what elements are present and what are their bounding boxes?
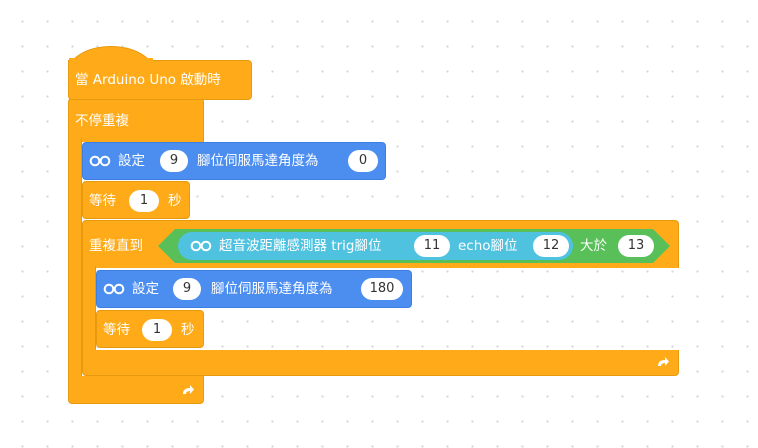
- repeat-until-left-arm: [82, 266, 96, 352]
- wait1-value-input[interactable]: 1: [129, 190, 159, 212]
- servo1-pin-input[interactable]: 9: [160, 150, 188, 172]
- repeat-until-label: 重複直到: [89, 238, 143, 254]
- forever-block-left-arm: [68, 138, 82, 378]
- servo-block-2[interactable]: [96, 270, 412, 308]
- compare-label: 大於: [580, 238, 607, 254]
- link-icon: [103, 283, 125, 295]
- link-icon: [190, 240, 212, 252]
- forever-block-bottom[interactable]: [68, 376, 204, 404]
- servo2-middle: 腳位伺服馬達角度為: [211, 281, 333, 297]
- echo-label: echo腳位: [458, 238, 518, 254]
- servo1-angle-input[interactable]: 0: [348, 150, 378, 172]
- servo1-prefix: 設定: [118, 153, 145, 169]
- trig-pin-input[interactable]: 11: [414, 235, 450, 257]
- servo1-middle: 腳位伺服馬達角度為: [197, 153, 319, 169]
- sensor-label: 超音波距離感測器 trig腳位: [219, 238, 382, 254]
- repeat-until-bottom[interactable]: [82, 350, 679, 376]
- servo-block-1[interactable]: [82, 142, 386, 180]
- servo2-pin-input[interactable]: 9: [173, 278, 201, 300]
- repeat-loop-arrow-icon: [656, 356, 670, 373]
- wait1-suffix: 秒: [168, 193, 182, 209]
- servo2-angle-input[interactable]: 180: [361, 278, 403, 300]
- hat-cap-fill: [69, 58, 153, 64]
- forever-loop-arrow-icon: [181, 384, 195, 401]
- wait2-value-input[interactable]: 1: [142, 319, 172, 341]
- wait1-prefix: 等待: [89, 193, 116, 209]
- servo2-prefix: 設定: [132, 281, 159, 297]
- hat-block-label: 當 Arduino Uno 啟動時: [75, 72, 221, 88]
- wait-block-1[interactable]: [82, 181, 190, 219]
- link-icon: [89, 155, 111, 167]
- threshold-input[interactable]: 13: [618, 235, 654, 257]
- ultrasonic-sensor-block[interactable]: [178, 232, 573, 260]
- hat-block[interactable]: [68, 60, 252, 100]
- wait2-prefix: 等待: [103, 322, 130, 338]
- forever-label: 不停重複: [75, 113, 129, 129]
- echo-pin-input[interactable]: 12: [533, 235, 569, 257]
- wait2-suffix: 秒: [181, 322, 195, 338]
